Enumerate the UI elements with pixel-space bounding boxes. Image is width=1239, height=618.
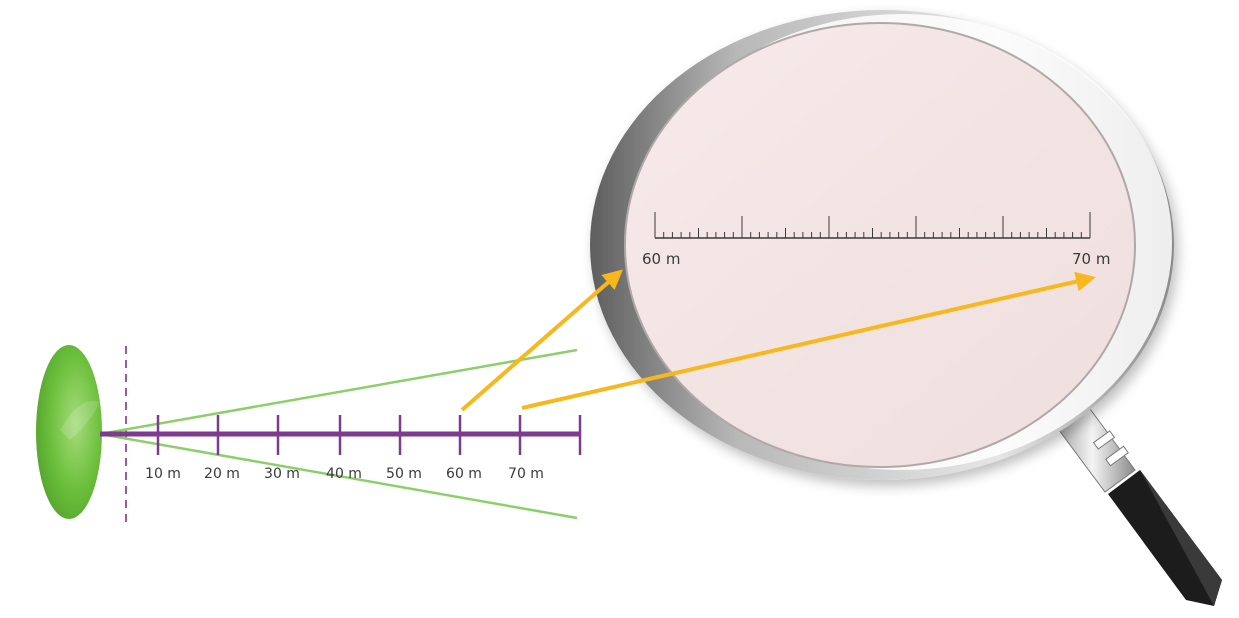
distance-scale-ticks: [156, 415, 582, 455]
magnifying-glass-icon: 60 m 70 m: [590, 10, 1222, 606]
eye-icon: [36, 345, 102, 519]
sight-lines: [99, 348, 578, 520]
distance-label: 10 m: [145, 466, 181, 482]
distance-label: 60 m: [446, 466, 482, 482]
distance-label: 30 m: [264, 466, 300, 482]
distance-label: 70 m: [508, 466, 544, 482]
arrow-60m: [460, 269, 624, 412]
magnifier-handle: [1049, 397, 1222, 606]
magnifier-glass: [624, 22, 1136, 468]
arrow-70m: [521, 271, 1096, 410]
distance-scale-labels: 10 m 20 m 30 m 40 m 50 m 60 m 70 m: [145, 466, 544, 482]
magnified-ruler: 60 m 70 m: [642, 212, 1110, 268]
magnified-start-label: 60 m: [642, 250, 680, 268]
magnified-ruler-ticks: [654, 212, 1091, 238]
distance-label: 20 m: [204, 466, 240, 482]
distance-label: 40 m: [326, 466, 362, 482]
magnified-end-label: 70 m: [1072, 250, 1110, 268]
distance-scale: 10 m 20 m 30 m 40 m 50 m 60 m 70 m: [100, 415, 582, 482]
distance-label: 50 m: [386, 466, 422, 482]
magnification-arrows: [460, 269, 1096, 412]
